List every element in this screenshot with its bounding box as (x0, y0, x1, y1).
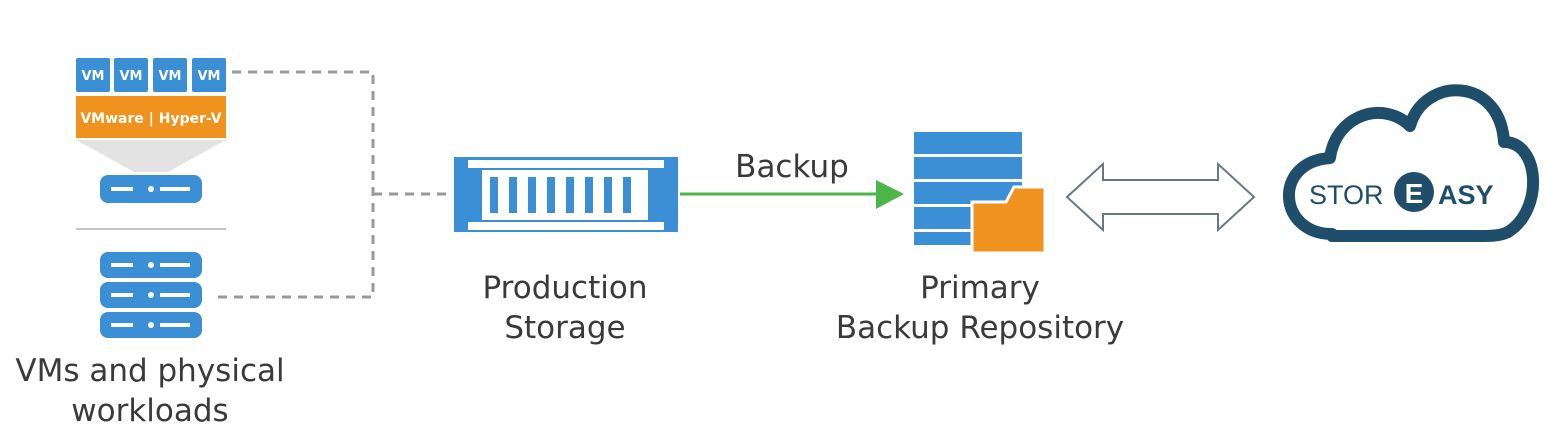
vm-label: VM (120, 69, 143, 84)
dashed-connectors (218, 70, 452, 299)
vm-tile (76, 58, 110, 92)
vm-tile (153, 58, 187, 92)
repository-label-line2: Backup Repository (835, 310, 1125, 346)
folder-icon (970, 185, 1047, 255)
production-label-line1: Production (482, 270, 648, 306)
projection-shadow (76, 140, 226, 172)
vm-tile (192, 58, 226, 92)
source-label-line1: VMs and physical (15, 353, 285, 389)
hypervisor-bar (76, 96, 226, 138)
host-server-icon (100, 175, 202, 203)
repository-icon (914, 132, 1047, 255)
source-label-line2: workloads (71, 393, 229, 429)
vm-label: VM (159, 69, 182, 84)
storeasy-logo: STOR E ASY (1309, 172, 1494, 212)
connector-hypervisor (232, 70, 375, 194)
vm-label: VM (82, 69, 105, 84)
vm-row: VM VM VM VM (76, 58, 226, 92)
double-arrow-icon (1065, 161, 1256, 233)
svg-text:E: E (1405, 178, 1424, 209)
backup-arrow (680, 180, 904, 209)
physical-servers-icon (100, 252, 202, 338)
svg-text:ASY: ASY (1438, 180, 1494, 210)
production-label-line2: Storage (504, 310, 626, 346)
vm-tile (114, 58, 148, 92)
connector-physical (218, 194, 375, 299)
hypervisor-label: VMware | Hyper-V (80, 111, 221, 127)
vm-label: VM (198, 69, 221, 84)
backup-arrow-label: Backup (735, 149, 849, 185)
cloud-icon (1283, 84, 1540, 242)
production-storage-icon (454, 157, 678, 232)
storeasy-logo-text: STOR (1309, 180, 1384, 210)
repository-label-line1: Primary (920, 270, 1040, 306)
